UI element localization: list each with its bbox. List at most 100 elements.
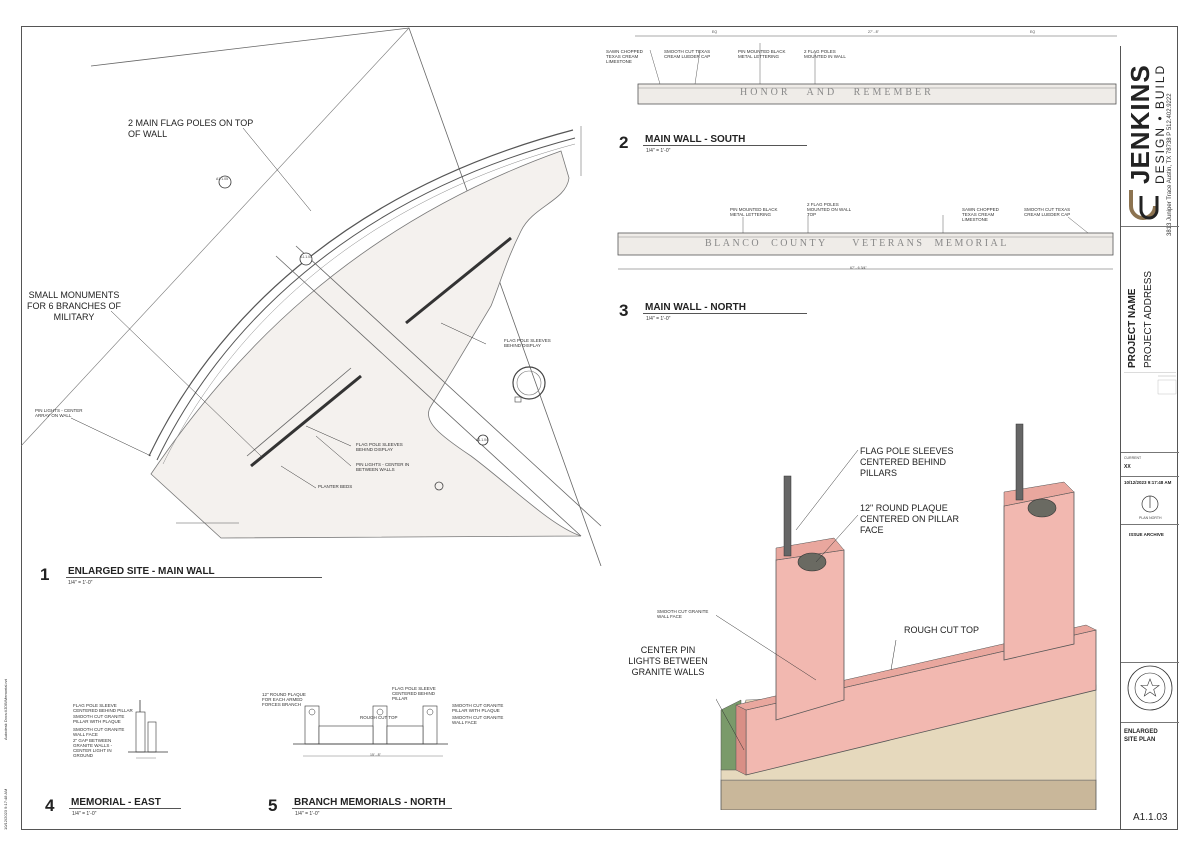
section-tag-b: [299, 252, 313, 266]
view-2-title: MAIN WALL - SOUTH: [645, 134, 746, 145]
ground-base: [720, 779, 1097, 810]
view-4-title-line: [69, 808, 181, 809]
iso-note-center-pin: CENTER PIN LIGHTS BETWEEN GRANITE WALLS: [628, 645, 708, 677]
note-pin-lights-center: PIN LIGHTS - CENTER ARRAY ON WALL: [35, 408, 83, 418]
plan-north-label: PLAN NORTH: [1139, 516, 1162, 520]
pillar-right: [1003, 491, 1075, 661]
view-3-scale: 1/4" = 1'-0": [646, 316, 671, 322]
branch-note-4: SMOOTH CUT GRANITE PILLAR WITH PLAQUE: [452, 703, 504, 713]
display-wall-upper: [405, 236, 512, 325]
view-5-title: BRANCH MEMORIALS - NORTH: [294, 797, 446, 808]
project-name: PROJECT NAME: [1127, 288, 1138, 368]
display-wall-lower: [250, 374, 362, 468]
view-4-title: MEMORIAL - EAST: [71, 797, 161, 808]
north-note-4: SMOOTH CUT TEXAS CREAM LUEDER CAP: [1024, 207, 1071, 217]
view-2-scale: 1/4" = 1'-0": [646, 148, 671, 154]
notes-block: [1124, 372, 1177, 395]
plaza-area: [150, 150, 582, 539]
branch-memorials-elevation: [293, 705, 448, 757]
view-3-number: 3: [619, 301, 629, 320]
pillar-left: [775, 549, 845, 721]
branch-note-1: 12" ROUND PLAQUE FOR EACH ARMED FORCES B…: [262, 692, 306, 707]
view-1-scale: 1/4" = 1'-0": [68, 580, 93, 586]
round-feature: [512, 366, 546, 400]
north-wall-lettering: BLANCO COUNTY VETERANS MEMORIAL: [705, 238, 1009, 249]
tb-divider-6: [1121, 722, 1179, 723]
south-wall-lettering: HONOR AND REMEMBER: [740, 87, 934, 98]
sheet-title: ENLARGED SITE PLAN: [1124, 729, 1158, 743]
north-wall-body: [617, 232, 1114, 256]
memorial-east-section: [128, 700, 168, 759]
branch-dim: 15' - 8": [370, 753, 381, 757]
north-note-1: PIN MOUNTED BLACK METAL LETTERING: [730, 207, 778, 217]
view-5-number: 5: [268, 796, 278, 815]
north-note-3: SAWN CHOPPED TEXAS CREAM LIMESTONE: [962, 207, 999, 222]
iso-note-smooth-cut: SMOOTH CUT GRANITE WALL FACE: [657, 609, 709, 619]
site-plan-drawing: [21, 27, 602, 566]
sheet-number: A1.1.03: [1133, 812, 1168, 823]
east-note-3: SMOOTH CUT GRANITE WALL FACE: [73, 727, 125, 737]
project-address: PROJECT ADDRESS: [1143, 270, 1154, 368]
issue-archive: ISSUE ARCHIVE: [1129, 532, 1164, 537]
north-arrow-icon: [1141, 495, 1159, 513]
file-path-margin: Autodesk Docs://JDB/Memorial.rvt: [3, 679, 8, 740]
iso-note-plaque: 12" ROUND PLAQUE CENTERED ON PILLAR FACE: [860, 503, 960, 535]
view-3-title-line: [643, 313, 807, 314]
tb-divider-4: [1121, 524, 1179, 525]
iso-note-flag-sleeves: FLAG POLE SLEEVES CENTERED BEHIND PILLAR…: [860, 446, 954, 478]
north-dim: 67' - 6 3/4": [850, 266, 867, 270]
tb-divider-3: [1121, 476, 1179, 477]
south-dim-c: EQ: [1030, 30, 1036, 34]
note-flag-sleeves-1: FLAG POLE SLEEVES BEHIND DISPLAY: [504, 338, 551, 348]
logo-sub: DESIGN • BUILD: [1153, 63, 1167, 184]
architect-seal-icon: [1127, 665, 1173, 711]
view-2-title-line: [643, 145, 807, 146]
note-pin-lights-between: PIN LIGHTS - CENTER IN BETWEEN WALLS: [356, 462, 410, 472]
tb-divider-5: [1121, 662, 1179, 663]
south-note-1: SAWN CHOPPED TEXAS CREAM LIMESTONE: [606, 49, 643, 64]
view-1-title-line: [66, 577, 322, 578]
view-5-title-line: [292, 808, 452, 809]
plaque-right: [1027, 498, 1057, 518]
tag-a-label: A1.1.05: [216, 177, 229, 181]
view-1-title: ENLARGED SITE - MAIN WALL: [68, 566, 215, 577]
title-block: JENKINS DESIGN • BUILD 3813 Juniper Trac…: [1120, 46, 1179, 830]
view-5-scale: 1/4" = 1'-0": [295, 811, 320, 817]
north-note-2: 2 FLAG POLES MOUNTED ON WALL TOP: [807, 202, 851, 217]
firm-address: 3813 Juniper Trace Austin, TX 78738 P 51…: [1167, 93, 1173, 236]
tb-divider-2: [1121, 452, 1179, 453]
logo-name: JENKINS: [1125, 64, 1155, 184]
timestamp-margin: 10/12/2023 9:17:48 AM: [3, 788, 8, 830]
tag-c-label: A1.1.04: [476, 438, 489, 442]
view-2-number: 2: [619, 133, 629, 152]
south-note-3: PIN MOUNTED BLACK METAL LETTERING: [738, 49, 786, 59]
main-wall-arc: [148, 129, 574, 457]
current-label: CURRENT: [1124, 456, 1142, 460]
section-tag-c: [477, 434, 489, 446]
east-note-4: 2" GAP BETWEEN GRANITE WALLS - CENTER LI…: [73, 738, 113, 758]
note-flag-sleeves-2: FLAG POLE SLEEVES BEHIND DISPLAY: [356, 442, 403, 452]
east-note-1: FLAG POLE SLEEVE CENTERED BEHIND PILLAR: [73, 703, 133, 713]
south-wall-body: [637, 83, 1117, 105]
south-note-4: 2 FLAG POLES MOUNTED IN WALL: [804, 49, 846, 59]
south-note-2: SMOOTH CUT TEXAS CREAM LUEDER CAP: [664, 49, 711, 59]
isometric-memorial-view: [716, 423, 1097, 810]
north-wall-elevation: [617, 215, 1114, 270]
note-planter-beds: PLANTER BEDS: [318, 484, 353, 489]
logo-mark-icon: [1129, 190, 1159, 220]
current-value: XX: [1124, 464, 1131, 470]
south-dim-a: EQ: [712, 30, 718, 34]
issue-date: 10/12/2023 9:17:48 AM: [1124, 480, 1172, 485]
east-note-2: SMOOTH CUT GRANITE PILLAR WITH PLAQUE: [73, 714, 125, 724]
branch-note-2: FLAG POLE SLEEVE CENTERED BEHIND PILLAR: [392, 686, 436, 701]
south-dim-b: 27' - 8": [868, 30, 879, 34]
view-1-number: 1: [40, 565, 50, 584]
section-tag-a: [218, 175, 232, 189]
view-4-scale: 1/4" = 1'-0": [72, 811, 97, 817]
tag-b-label: A1.1.05: [300, 255, 313, 259]
plaque-left: [797, 552, 827, 572]
view-3-title: MAIN WALL - NORTH: [645, 302, 746, 313]
iso-note-rough-cut: ROUGH CUT TOP: [904, 625, 980, 635]
branch-note-5: SMOOTH CUT GRANITE WALL FACE: [452, 715, 504, 725]
branch-note-3: ROUGH CUT TOP: [360, 715, 398, 720]
